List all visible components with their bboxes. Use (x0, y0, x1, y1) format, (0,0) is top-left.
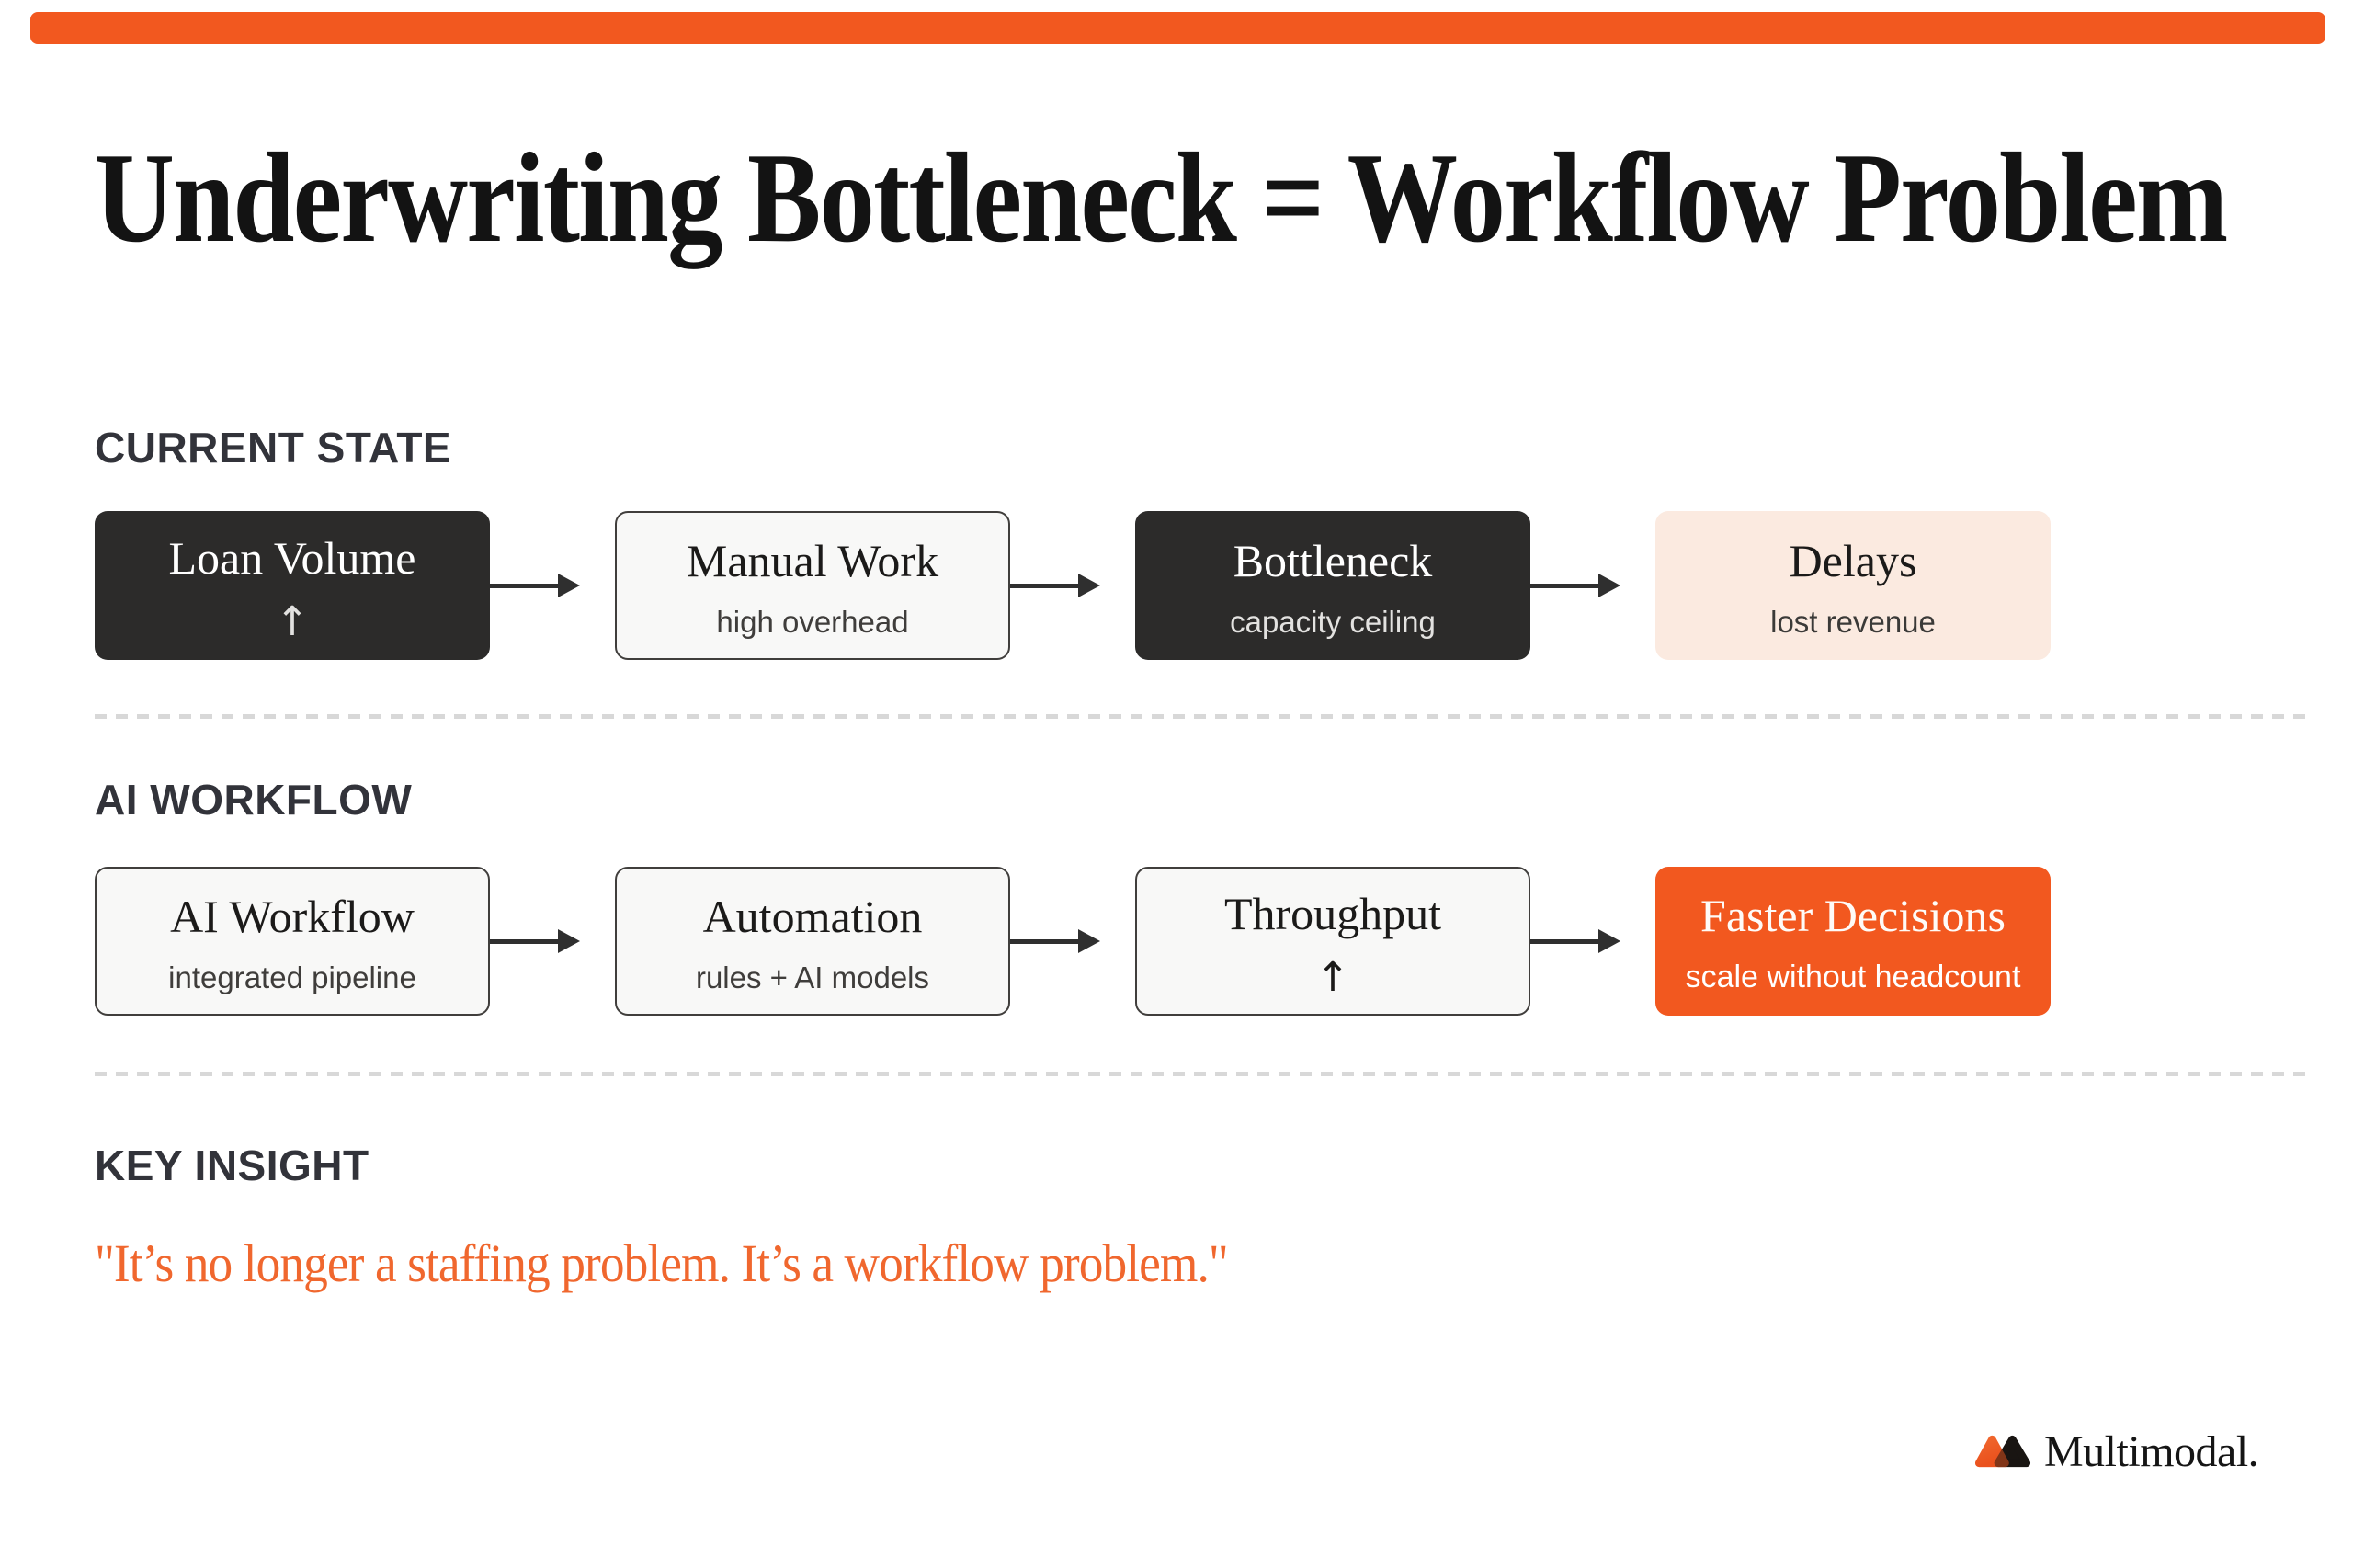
section-label-key-insight: KEY INSIGHT (95, 1142, 369, 1189)
box-ai-workflow: AI Workflow integrated pipeline (95, 867, 490, 1016)
box-subtitle: scale without headcount (1685, 959, 2021, 994)
current-state-flow: Loan Volume ↑ Manual Work high overhead … (95, 511, 2051, 660)
box-loan-volume: Loan Volume ↑ (95, 511, 490, 660)
box-subtitle: lost revenue (1770, 604, 1936, 639)
section-label-ai-workflow: AI WORKFLOW (95, 776, 413, 824)
flow-gap (490, 511, 615, 660)
flow-arrow-icon (1010, 929, 1100, 953)
box-faster-decisions: Faster Decisions scale without headcount (1655, 867, 2051, 1016)
ai-workflow-flow: AI Workflow integrated pipeline Automati… (95, 867, 2051, 1016)
flow-gap (1010, 511, 1135, 660)
box-subtitle: integrated pipeline (168, 960, 416, 994)
dashed-divider (95, 1072, 2307, 1076)
flow-gap (490, 867, 615, 1016)
up-arrow-icon: ↑ (275, 597, 310, 645)
flow-arrow-icon (1010, 574, 1100, 597)
box-subtitle: high overhead (716, 604, 909, 639)
box-title: Delays (1789, 534, 1917, 586)
box-subtitle: rules + AI models (695, 960, 930, 994)
page-title: Underwriting Bottleneck = Workflow Probl… (95, 127, 2228, 269)
multimodal-logo: Multimodal. (1974, 1427, 2259, 1476)
section-label-current-state: CURRENT STATE (95, 424, 452, 472)
flow-gap (1010, 867, 1135, 1016)
box-title: AI Workflow (170, 890, 415, 942)
dashed-divider (95, 714, 2307, 719)
box-title: Loan Volume (168, 531, 416, 584)
box-title: Bottleneck (1233, 534, 1433, 586)
box-bottleneck: Bottleneck capacity ceiling (1135, 511, 1530, 660)
flow-arrow-icon (490, 929, 580, 953)
brand-name: Multimodal. (2044, 1427, 2259, 1476)
multimodal-logo-icon (1974, 1435, 2031, 1468)
flow-gap (1530, 867, 1655, 1016)
box-title: Throughput (1223, 887, 1442, 939)
box-automation: Automation rules + AI models (615, 867, 1010, 1016)
flow-arrow-icon (1530, 574, 1620, 597)
box-title: Faster Decisions (1700, 889, 2006, 941)
key-insight-quote: "It’s no longer a staffing problem. It’s… (95, 1233, 1229, 1293)
top-accent-bar (30, 12, 2325, 44)
box-delays: Delays lost revenue (1655, 511, 2051, 660)
flow-arrow-icon (490, 574, 580, 597)
flow-gap (1530, 511, 1655, 660)
box-throughput: Throughput ↑ (1135, 867, 1530, 1016)
box-manual-work: Manual Work high overhead (615, 511, 1010, 660)
flow-arrow-icon (1530, 929, 1620, 953)
box-title: Manual Work (686, 534, 939, 586)
box-title: Automation (702, 890, 923, 942)
up-arrow-icon: ↑ (1315, 953, 1350, 1001)
box-subtitle: capacity ceiling (1230, 604, 1436, 639)
